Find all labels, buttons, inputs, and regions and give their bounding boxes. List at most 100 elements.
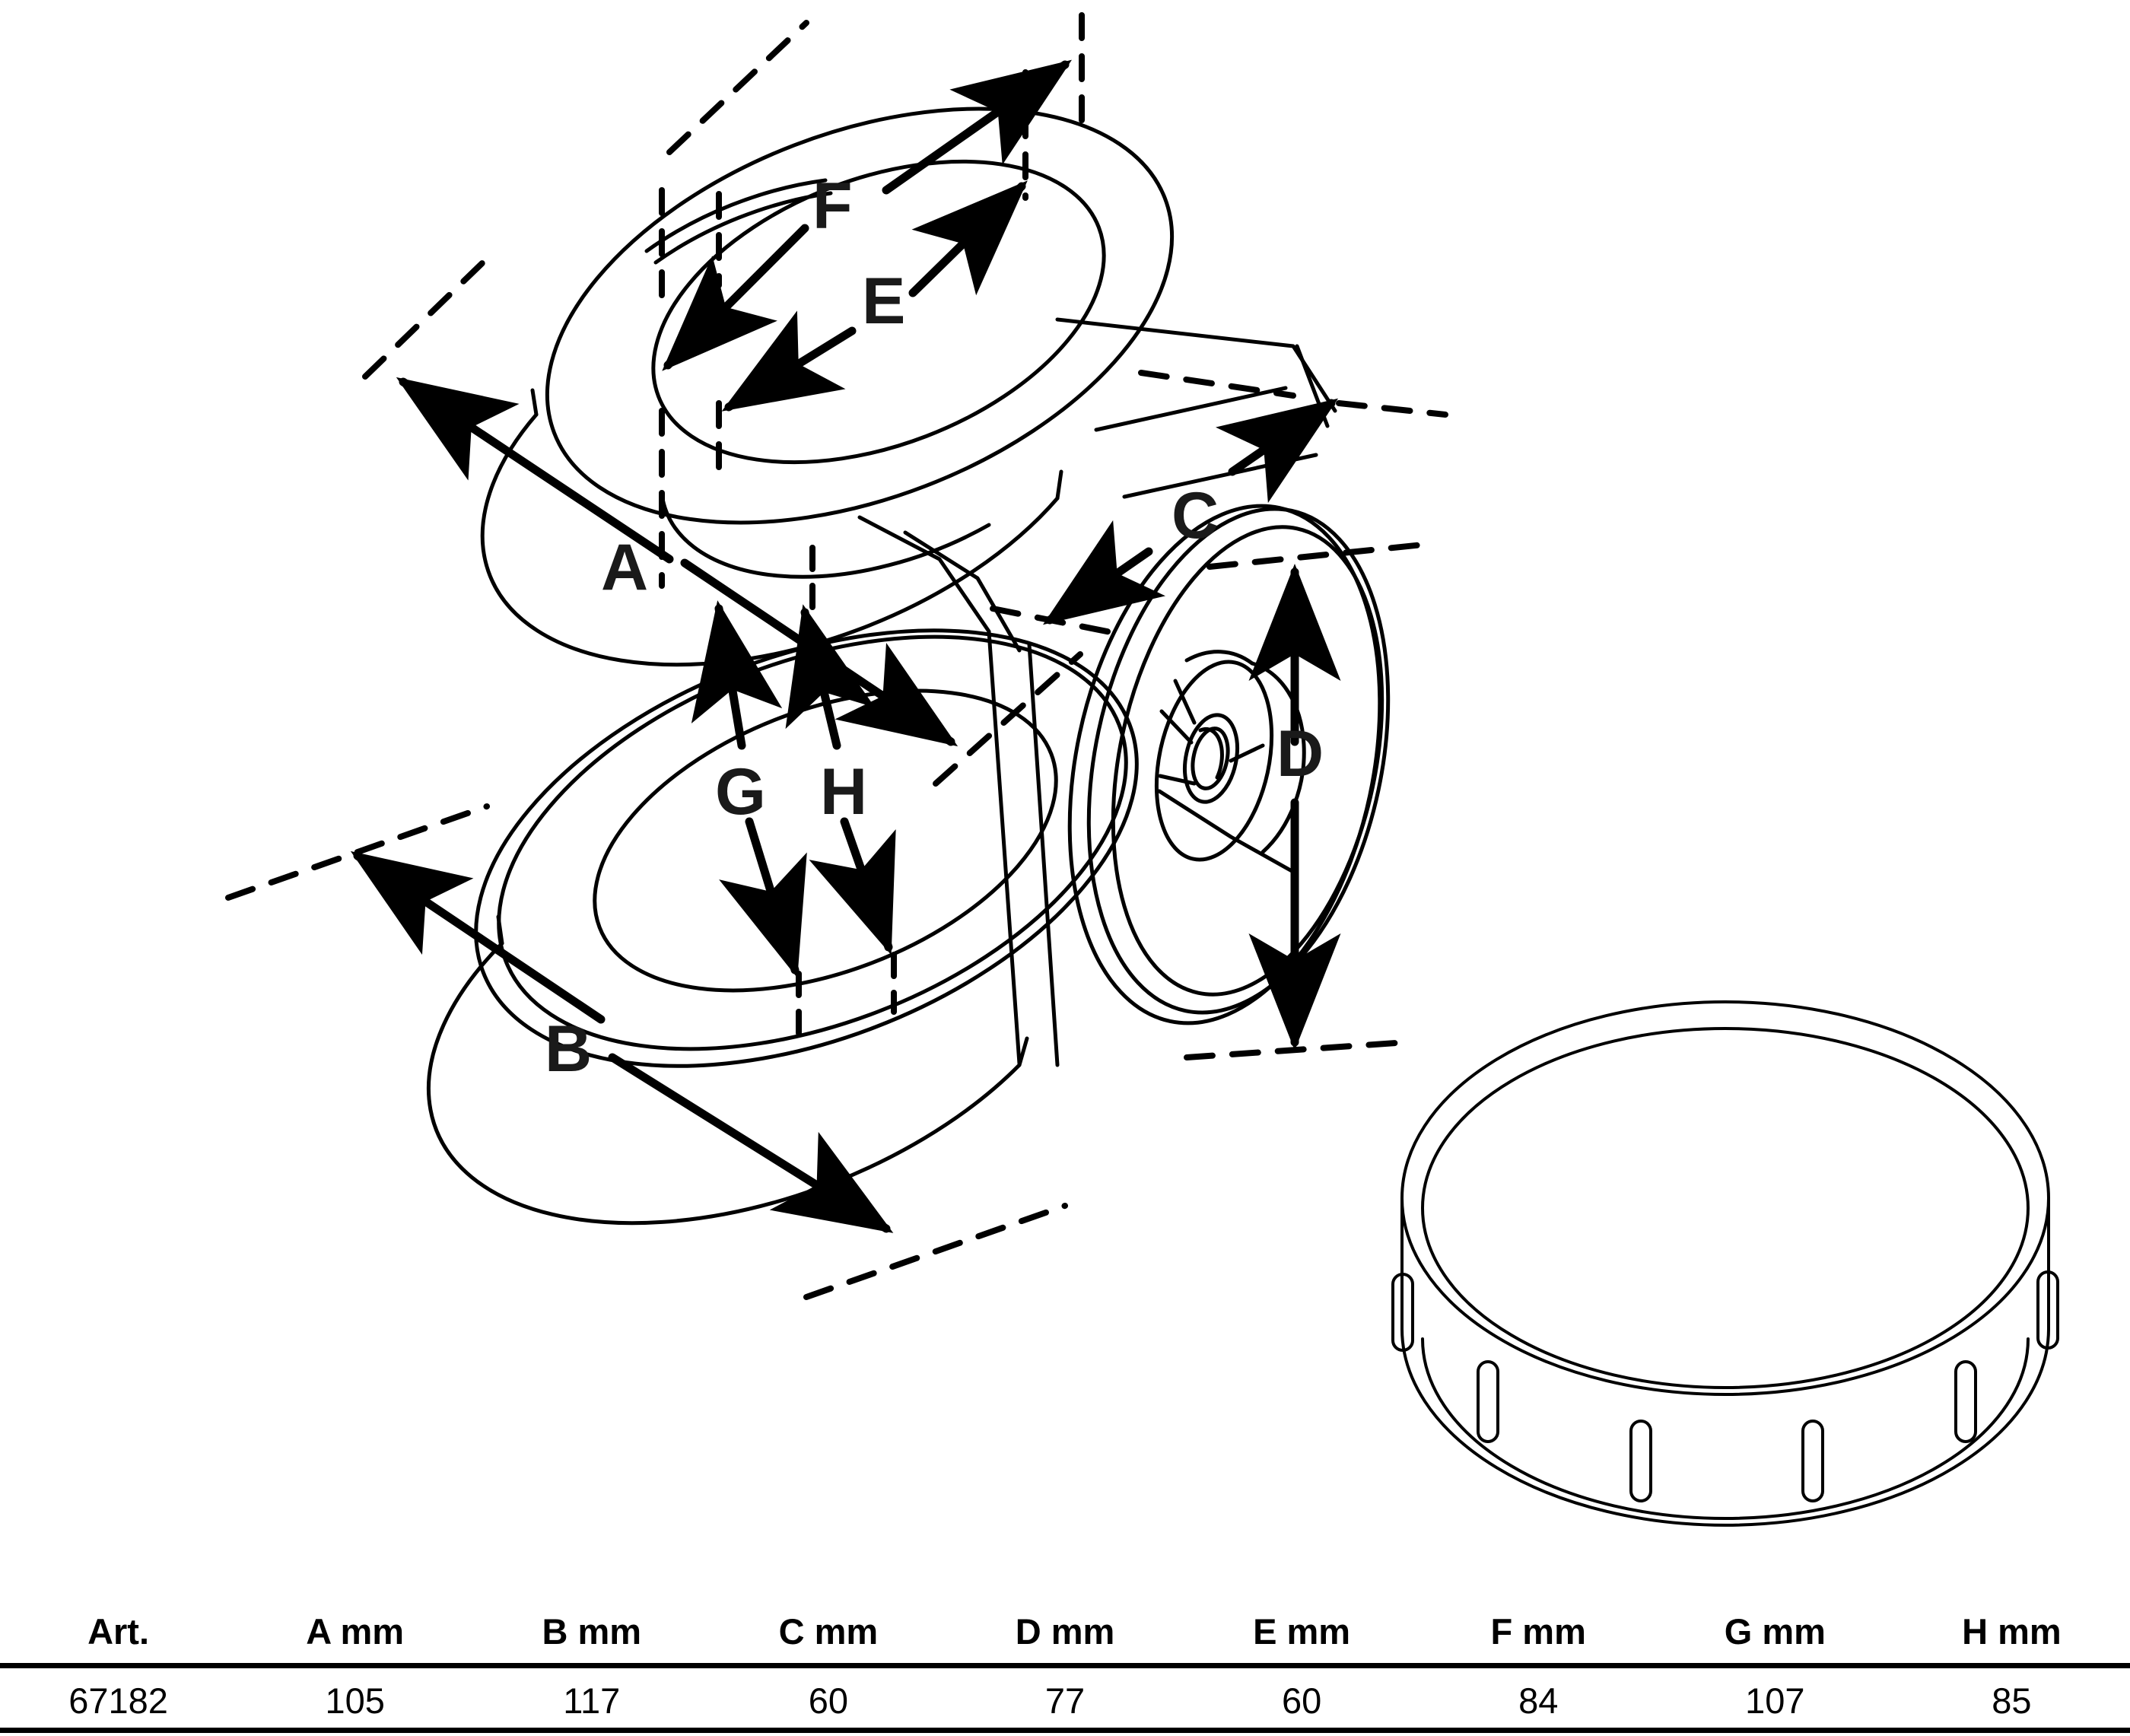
sealing-ring-rib-1 xyxy=(1391,1273,1414,1352)
cell-d: 77 xyxy=(1044,1680,1086,1721)
upper-ring-inner-bore xyxy=(651,159,1106,465)
side-disc-outer-rim2 xyxy=(1086,507,1391,1015)
dim-f-arrow-upper xyxy=(882,59,1073,195)
dim-c-arrow-down xyxy=(1042,520,1166,625)
drawing-area: A B C D E F G H xyxy=(225,12,2059,1527)
dim-a-ext-line-left xyxy=(362,256,490,380)
side-disc-face xyxy=(1111,525,1384,997)
cell-b: 117 xyxy=(563,1680,621,1721)
side-disc-web-2 xyxy=(1159,709,1194,745)
dim-a-ext-line-top xyxy=(666,20,809,155)
housing-upper-line xyxy=(1094,386,1288,432)
dim-c-arrow-up xyxy=(1215,398,1339,504)
housing-top-face xyxy=(1055,317,1337,413)
bracket-inner-edge xyxy=(903,530,1022,653)
dimension-b xyxy=(225,803,1068,1300)
sealing-ring-inner-bottom-arc xyxy=(1421,1337,2030,1520)
dim-a-ext-line-lower xyxy=(933,651,1083,787)
table-row: 67182 105 117 60 77 60 84 107 85 xyxy=(0,1666,2130,1731)
dimension-h xyxy=(785,545,897,1045)
dim-label-e: E xyxy=(862,265,905,338)
dim-label-g: G xyxy=(715,755,766,828)
dim-e-arrow-lower xyxy=(721,310,857,412)
dim-b-ext-line-right xyxy=(803,1203,1068,1300)
dimension-c xyxy=(990,398,1448,638)
cell-h: 85 xyxy=(1992,1680,2032,1721)
col-header-h: H mm xyxy=(1962,1610,2062,1652)
spec-table-container: Art. A mm B mm C mm D mm E mm F mm G mm … xyxy=(0,1604,2130,1733)
dim-label-f: F xyxy=(812,170,853,243)
dim-f-arrow-lower xyxy=(662,224,809,371)
upper-ring-wall-edges xyxy=(530,388,1063,501)
sealing-ring-rib-3 xyxy=(1629,1420,1652,1502)
bracket-side-edge xyxy=(1027,642,1060,1067)
cell-g: 107 xyxy=(1745,1680,1805,1721)
dim-label-h: H xyxy=(820,755,867,828)
dim-c-ext-line-top xyxy=(1336,400,1448,418)
spec-table-head: Art. A mm B mm C mm D mm E mm F mm G mm … xyxy=(0,1604,2130,1666)
side-disc-web-1 xyxy=(1173,679,1197,725)
spec-table-header-row: Art. A mm B mm C mm D mm E mm F mm G mm … xyxy=(0,1604,2130,1666)
dim-a-ext-line-right xyxy=(1138,370,1296,399)
exploded-view-diagram: A B C D E F G H xyxy=(225,12,2059,1527)
sealing-ring-rib-2 xyxy=(1477,1360,1499,1443)
dimension-d xyxy=(1184,541,1433,1060)
upper-ring-inner-lip2 xyxy=(653,191,833,265)
dimension-spec-table: Art. A mm B mm C mm D mm E mm F mm G mm … xyxy=(0,1604,2130,1733)
housing-body xyxy=(1055,317,1337,499)
sealing-ring xyxy=(1391,1000,2059,1527)
housing-shoulder xyxy=(1122,453,1318,499)
dim-label-c: C xyxy=(1172,479,1219,552)
side-disc-web-4 xyxy=(1157,789,1295,874)
cell-a: 105 xyxy=(325,1680,385,1721)
dimension-a xyxy=(362,20,1296,787)
side-disc-hub-bore xyxy=(1191,727,1230,790)
dim-e-arrow-upper xyxy=(908,180,1028,297)
side-disc-hub-ring xyxy=(1183,713,1239,804)
spec-table-body: 67182 105 117 60 77 60 84 107 85 xyxy=(0,1666,2130,1731)
housing-neck-bracket xyxy=(857,515,1060,1067)
dimension-f xyxy=(659,12,1085,589)
dim-a-arrow-left xyxy=(396,377,674,564)
side-disc-hub-outer xyxy=(1154,660,1274,862)
sealing-ring-inner-top-rim xyxy=(1421,1027,2030,1389)
dim-label-b: B xyxy=(545,1013,592,1086)
side-disc-hub-inner-arc xyxy=(1198,727,1224,780)
dim-b-arrow-right xyxy=(608,1053,894,1233)
sealing-ring-rib-4 xyxy=(1801,1420,1824,1502)
side-disc xyxy=(1067,504,1391,1025)
cell-art: 67182 xyxy=(68,1680,168,1721)
dim-label-a: A xyxy=(601,531,648,604)
cell-f: 84 xyxy=(1518,1680,1559,1721)
dim-d-ext-line-top xyxy=(1206,541,1433,570)
bracket-front-edge xyxy=(857,515,1022,1066)
sealing-ring-rib-6 xyxy=(2036,1270,2059,1350)
cell-c: 60 xyxy=(808,1680,849,1721)
sealing-ring-outer-top-rim xyxy=(1400,1000,2050,1396)
upper-ring-inner-lip xyxy=(644,178,828,253)
cell-e: 60 xyxy=(1281,1680,1322,1721)
col-header-b: B mm xyxy=(542,1610,642,1652)
upper-ring-inner-skirt xyxy=(660,492,991,579)
dim-g-arrow-down xyxy=(719,817,807,978)
dim-h-arrow-up xyxy=(785,604,876,750)
upper-ring-outer-top xyxy=(545,107,1175,525)
col-header-art: Art. xyxy=(87,1610,150,1652)
side-disc-web-3 xyxy=(1158,774,1197,786)
col-header-c: C mm xyxy=(778,1610,879,1652)
side-disc-recess-arc2 xyxy=(1184,650,1254,666)
upper-ring-outer-wall xyxy=(480,412,1060,667)
col-header-a: A mm xyxy=(306,1610,405,1652)
col-header-f: F mm xyxy=(1490,1610,1586,1652)
col-header-g: G mm xyxy=(1724,1610,1826,1652)
col-header-d: D mm xyxy=(1015,1610,1115,1652)
col-header-e: E mm xyxy=(1253,1610,1351,1652)
dim-b-arrow-left xyxy=(350,851,606,1024)
dim-label-d: D xyxy=(1276,717,1324,790)
side-disc-web-5 xyxy=(1229,743,1265,763)
dimension-g xyxy=(691,600,807,978)
dim-g-arrow-up xyxy=(691,600,783,750)
dim-h-arrow-down xyxy=(809,817,896,955)
sealing-ring-rib-5 xyxy=(1954,1360,1977,1443)
